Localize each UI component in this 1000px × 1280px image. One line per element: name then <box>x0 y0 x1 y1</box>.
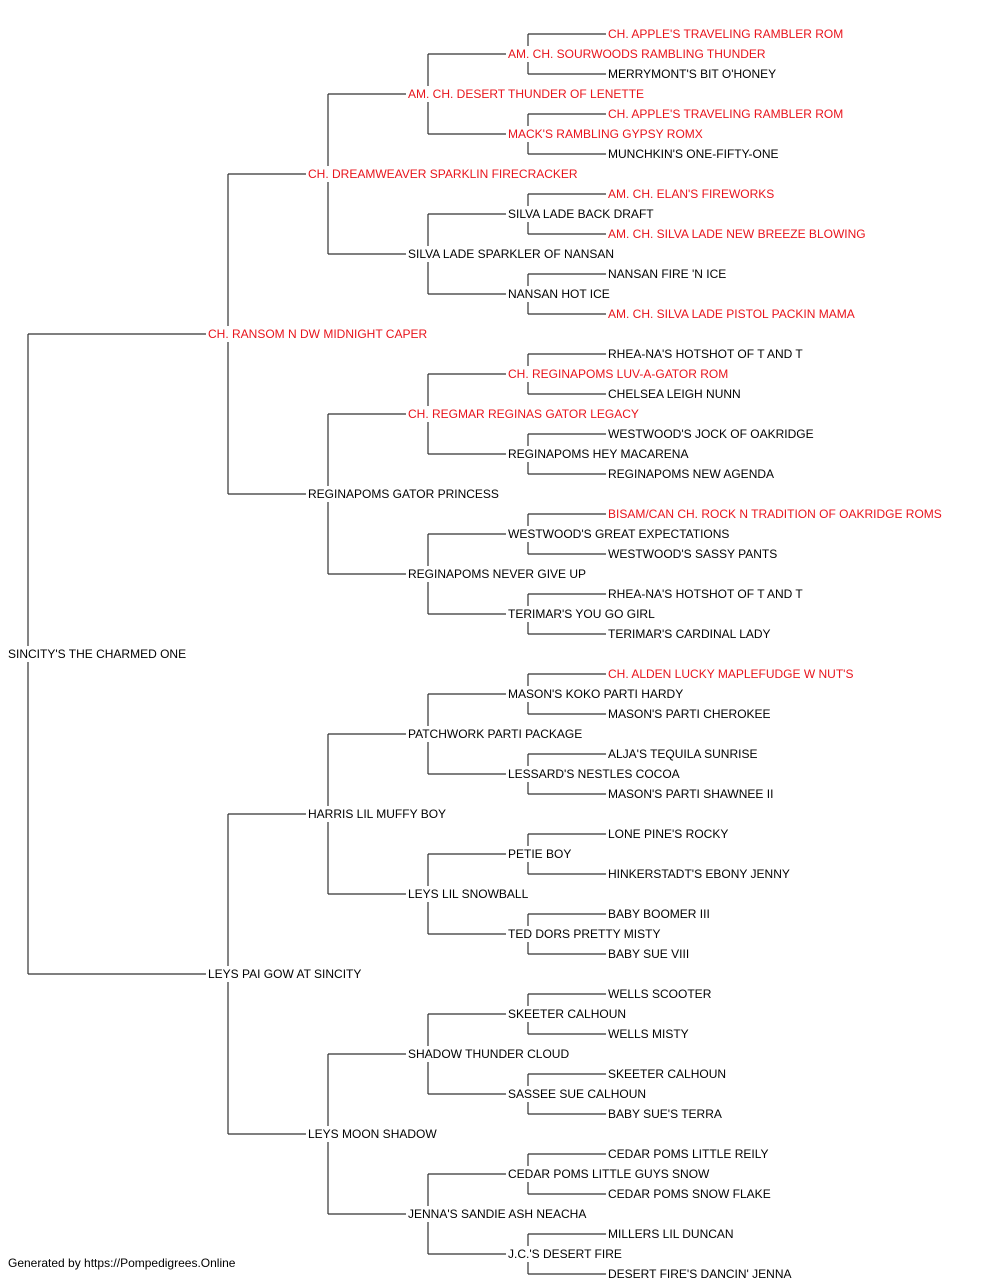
pedigree-name-subject-dam-dam-sire-dam-sire[interactable]: SKEETER CALHOUN <box>608 1067 726 1081</box>
pedigree-name-subject-dam-sire-dam-dam[interactable]: TED DORS PRETTY MISTY <box>508 927 660 941</box>
pedigree-name-subject-dam-dam-sire-dam[interactable]: SASSEE SUE CALHOUN <box>508 1087 646 1101</box>
pedigree-name-subject-dam-dam-dam-sire[interactable]: CEDAR POMS LITTLE GUYS SNOW <box>508 1167 710 1181</box>
pedigree-name-subject-sire-dam-sire[interactable]: CH. REGMAR REGINAS GATOR LEGACY <box>408 407 639 421</box>
pedigree-name-subject-dam-dam-sire[interactable]: SHADOW THUNDER CLOUD <box>408 1047 569 1061</box>
pedigree-name-subject-dam-dam-sire-dam-dam[interactable]: BABY SUE'S TERRA <box>608 1107 722 1121</box>
pedigree-name-subject-dam-dam-dam-sire-dam[interactable]: CEDAR POMS SNOW FLAKE <box>608 1187 771 1201</box>
pedigree-name-subject-dam-sire-sire-sire-sire[interactable]: CH. ALDEN LUCKY MAPLEFUDGE W NUT'S <box>608 667 853 681</box>
pedigree-name-subject-sire-dam-dam-dam-sire[interactable]: RHEA-NA'S HOTSHOT OF T AND T <box>608 587 803 601</box>
pedigree-name-subject-sire-dam-dam-dam-dam[interactable]: TERIMAR'S CARDINAL LADY <box>608 627 771 641</box>
pedigree-name-subject-sire-dam-dam-sire-sire[interactable]: BISAM/CAN CH. ROCK N TRADITION OF OAKRID… <box>608 507 942 521</box>
pedigree-name-subject-dam[interactable]: LEYS PAI GOW AT SINCITY <box>208 967 361 981</box>
pedigree-name-subject-dam-dam-sire-sire-dam[interactable]: WELLS MISTY <box>608 1027 689 1041</box>
pedigree-name-subject-sire-dam-dam-dam[interactable]: TERIMAR'S YOU GO GIRL <box>508 607 655 621</box>
pedigree-name-subject-dam-sire-dam-sire-sire[interactable]: LONE PINE'S ROCKY <box>608 827 728 841</box>
pedigree-name-subject-sire-sire-sire-dam-dam[interactable]: MUNCHKIN'S ONE-FIFTY-ONE <box>608 147 779 161</box>
pedigree-name-subject-dam-sire-sire-dam-dam[interactable]: MASON'S PARTI SHAWNEE II <box>608 787 773 801</box>
pedigree-name-subject-sire-sire-dam-dam-sire[interactable]: NANSAN FIRE 'N ICE <box>608 267 726 281</box>
pedigree-name-subject-dam-sire-dam-sire[interactable]: PETIE BOY <box>508 847 571 861</box>
pedigree-name-subject-sire-sire[interactable]: CH. DREAMWEAVER SPARKLIN FIRECRACKER <box>308 167 578 181</box>
pedigree-name-subject-sire-dam-dam[interactable]: REGINAPOMS NEVER GIVE UP <box>408 567 586 581</box>
pedigree-name-subject-sire-dam-sire-sire-sire[interactable]: RHEA-NA'S HOTSHOT OF T AND T <box>608 347 803 361</box>
pedigree-name-subject-dam-sire-dam[interactable]: LEYS LIL SNOWBALL <box>408 887 529 901</box>
pedigree-name-subject-dam-sire-dam-sire-dam[interactable]: HINKERSTADT'S EBONY JENNY <box>608 867 790 881</box>
pedigree-name-subject-sire-sire-dam-sire-sire[interactable]: AM. CH. ELAN'S FIREWORKS <box>608 187 774 201</box>
pedigree-name-subject-sire-dam-dam-sire[interactable]: WESTWOOD'S GREAT EXPECTATIONS <box>508 527 729 541</box>
pedigree-name-subject-sire-sire-sire-sire-sire[interactable]: CH. APPLE'S TRAVELING RAMBLER ROM <box>608 27 843 41</box>
pedigree-name-subject-sire-sire-sire-sire[interactable]: AM. CH. SOURWOODS RAMBLING THUNDER <box>508 47 766 61</box>
pedigree-name-subject-dam-dam-dam[interactable]: JENNA'S SANDIE ASH NEACHA <box>408 1207 586 1221</box>
pedigree-name-subject-dam-sire-sire-dam[interactable]: LESSARD'S NESTLES COCOA <box>508 767 680 781</box>
pedigree-labels: SINCITY'S THE CHARMED ONE CH. RANSOM N DW… <box>8 27 942 1280</box>
pedigree-name-subject-sire-sire-sire-sire-dam[interactable]: MERRYMONT'S BIT O'HONEY <box>608 67 776 81</box>
pedigree-name-subject-dam-sire-sire[interactable]: PATCHWORK PARTI PACKAGE <box>408 727 582 741</box>
pedigree-name-subject-dam-sire-sire-sire[interactable]: MASON'S KOKO PARTI HARDY <box>508 687 683 701</box>
pedigree-name-subject-dam-sire[interactable]: HARRIS LIL MUFFY BOY <box>308 807 446 821</box>
pedigree-name-subject[interactable]: SINCITY'S THE CHARMED ONE <box>8 647 186 661</box>
pedigree-name-subject-sire-dam-sire-dam[interactable]: REGINAPOMS HEY MACARENA <box>508 447 688 461</box>
pedigree-name-subject-dam-sire-sire-dam-sire[interactable]: ALJA'S TEQUILA SUNRISE <box>608 747 757 761</box>
pedigree-name-subject-sire-sire-dam-sire-dam[interactable]: AM. CH. SILVA LADE NEW BREEZE BLOWING <box>608 227 866 241</box>
pedigree-name-subject-dam-dam-sire-sire-sire[interactable]: WELLS SCOOTER <box>608 987 712 1001</box>
pedigree-name-subject-sire-dam-sire-dam-sire[interactable]: WESTWOOD'S JOCK OF OAKRIDGE <box>608 427 814 441</box>
pedigree-name-subject-dam-dam[interactable]: LEYS MOON SHADOW <box>308 1127 437 1141</box>
pedigree-name-subject-sire-sire-dam-dam[interactable]: NANSAN HOT ICE <box>508 287 610 301</box>
footer-credit: Generated by https://Pompedigrees.Online <box>8 1256 236 1270</box>
pedigree-name-subject-dam-sire-sire-sire-dam[interactable]: MASON'S PARTI CHEROKEE <box>608 707 771 721</box>
pedigree-name-subject-dam-dam-dam-dam[interactable]: J.C.'S DESERT FIRE <box>508 1247 622 1261</box>
connector-lines <box>27 33 606 1275</box>
pedigree-name-subject-dam-sire-dam-dam-dam[interactable]: BABY SUE VIII <box>608 947 689 961</box>
pedigree-name-subject-sire-sire-sire-dam[interactable]: MACK'S RAMBLING GYPSY ROMX <box>508 127 703 141</box>
pedigree-name-subject-sire-sire-sire[interactable]: AM. CH. DESERT THUNDER OF LENETTE <box>408 87 644 101</box>
pedigree-name-subject-sire-sire-dam-sire[interactable]: SILVA LADE BACK DRAFT <box>508 207 654 221</box>
pedigree-name-subject-dam-dam-dam-sire-sire[interactable]: CEDAR POMS LITTLE REILY <box>608 1147 768 1161</box>
pedigree-name-subject-sire[interactable]: CH. RANSOM N DW MIDNIGHT CAPER <box>208 327 427 341</box>
pedigree-name-subject-sire-sire-dam-dam-dam[interactable]: AM. CH. SILVA LADE PISTOL PACKIN MAMA <box>608 307 855 321</box>
pedigree-name-subject-sire-dam[interactable]: REGINAPOMS GATOR PRINCESS <box>308 487 499 501</box>
pedigree-name-subject-dam-sire-dam-dam-sire[interactable]: BABY BOOMER III <box>608 907 710 921</box>
pedigree-name-subject-sire-dam-sire-sire[interactable]: CH. REGINAPOMS LUV-A-GATOR ROM <box>508 367 728 381</box>
pedigree-name-subject-sire-sire-sire-dam-sire[interactable]: CH. APPLE'S TRAVELING RAMBLER ROM <box>608 107 843 121</box>
pedigree-name-subject-sire-dam-sire-sire-dam[interactable]: CHELSEA LEIGH NUNN <box>608 387 741 401</box>
pedigree-name-subject-dam-dam-sire-sire[interactable]: SKEETER CALHOUN <box>508 1007 626 1021</box>
pedigree-name-subject-sire-dam-dam-sire-dam[interactable]: WESTWOOD'S SASSY PANTS <box>608 547 777 561</box>
pedigree-name-subject-sire-sire-dam[interactable]: SILVA LADE SPARKLER OF NANSAN <box>408 247 614 261</box>
pedigree-name-subject-dam-dam-dam-dam-dam[interactable]: DESERT FIRE'S DANCIN' JENNA <box>608 1267 792 1280</box>
pedigree-name-subject-sire-dam-sire-dam-dam[interactable]: REGINAPOMS NEW AGENDA <box>608 467 774 481</box>
pedigree-name-subject-dam-dam-dam-dam-sire[interactable]: MILLERS LIL DUNCAN <box>608 1227 734 1241</box>
